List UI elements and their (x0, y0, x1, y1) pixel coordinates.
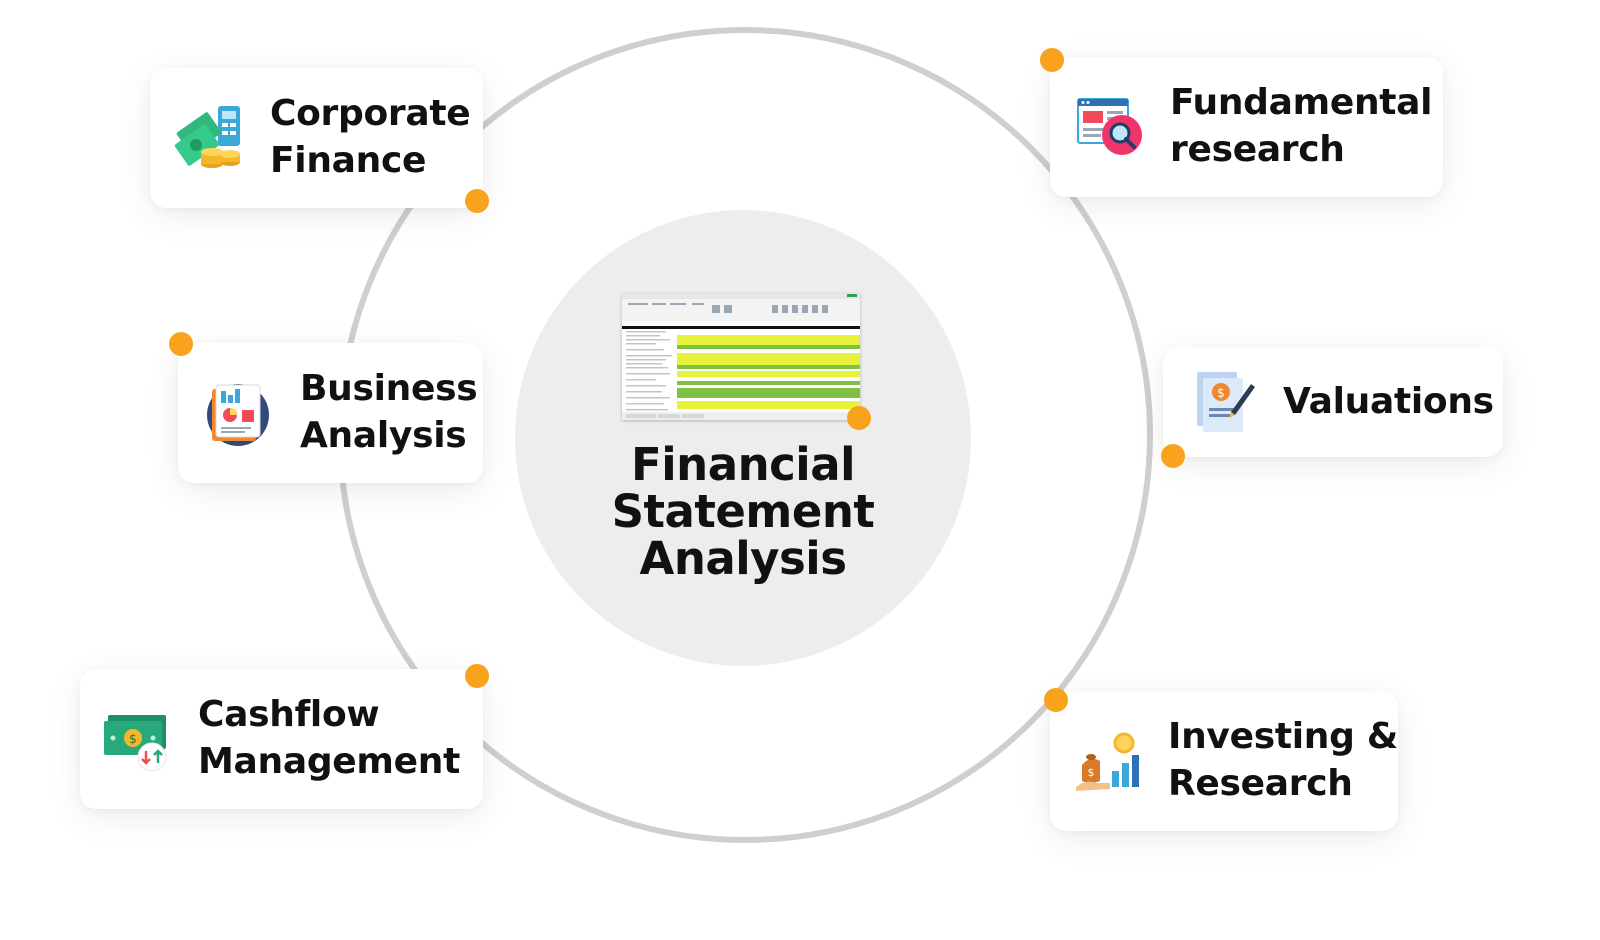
svg-text:$: $ (129, 732, 137, 746)
topic-card-cashflow-management: $ Cashflow Management (80, 669, 483, 809)
valuation-document-icon: $ (1197, 372, 1255, 432)
svg-text:$: $ (1088, 766, 1095, 779)
topic-label: Cashflow Management (198, 694, 460, 782)
accent-dot (1040, 48, 1064, 72)
topic-card-business-analysis: Business Analysis (178, 343, 483, 483)
accent-dot (1044, 688, 1068, 712)
topic-card-fundamental-research: Fundamental research (1050, 57, 1443, 197)
center-title-line: Financial (631, 438, 856, 491)
center-title-line: Statement (611, 484, 875, 538)
accent-dot (465, 664, 489, 688)
money-coins-icon (174, 106, 240, 168)
center-title-line: Analysis (639, 531, 847, 585)
center-hub: Financial Statement Analysis (515, 210, 971, 666)
center-title: Financial Statement Analysis (515, 438, 971, 585)
investment-growth-icon: $ (1076, 732, 1139, 791)
topic-card-corporate-finance: Corporate Finance (150, 68, 483, 208)
magnifier-document-icon (1077, 98, 1142, 155)
svg-text:$: $ (1217, 386, 1225, 400)
cash-flow-icon: $ (104, 715, 167, 772)
accent-dot (465, 189, 489, 213)
topic-card-valuations: $ Valuations (1163, 347, 1503, 457)
topic-label: Fundamental research (1170, 82, 1433, 170)
topic-label: Valuations (1283, 380, 1494, 422)
topic-card-investing-research: $ Investing & Research (1050, 691, 1398, 831)
spreadsheet-thumbnail (622, 293, 860, 420)
topic-label: Corporate Finance (270, 93, 471, 181)
accent-dot (847, 406, 871, 430)
topic-label: Investing & Research (1168, 716, 1398, 804)
accent-dot (169, 332, 193, 356)
report-chart-icon (207, 384, 269, 446)
accent-dot (1161, 444, 1185, 468)
topic-label: Business Analysis (300, 368, 478, 456)
